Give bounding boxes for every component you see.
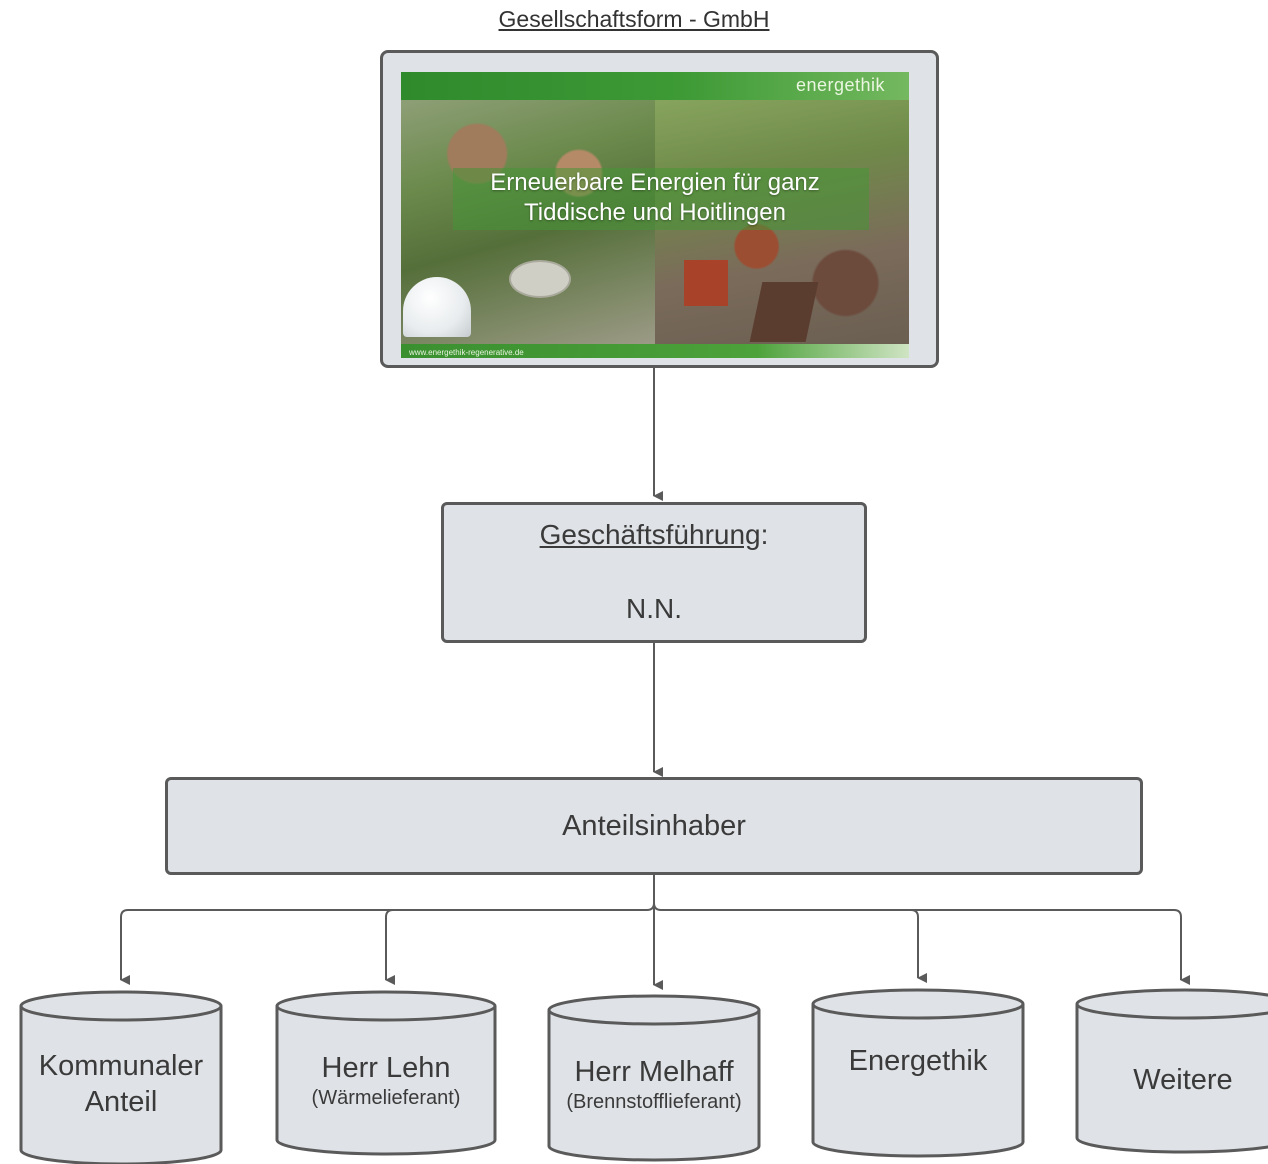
banner-url: www.energethik-regenerative.de [409, 348, 524, 357]
banner-tagline: Erneuerbare Energien für ganz Tiddische … [401, 168, 909, 228]
shareholder-herr-melhaff: Herr Melhaff (Brennstofflieferant) [547, 994, 761, 1162]
banner-tagline-line2: Tiddische und Hoitlingen [524, 199, 786, 226]
shareholder-role: (Brennstofflieferant) [566, 1091, 742, 1113]
branch-to-energethik [910, 909, 927, 983]
shareholder-label: Herr Lehn (Wärmelieferant) [275, 1050, 497, 1110]
shareholders-box: Anteilsinhaber [165, 777, 1143, 875]
branch-to-herr-lehn [385, 909, 395, 985]
shareholder-label: Energethik [811, 1043, 1025, 1079]
management-heading: Geschäftsführung: [444, 519, 864, 551]
page-title: Gesellschaftsform - GmbH [498, 6, 770, 32]
shareholder-name: Weitere [1133, 1064, 1233, 1096]
banner-footer-bar: www.energethik-regenerative.de [401, 344, 909, 358]
cylinder-shape [275, 990, 497, 1156]
company-banner-image: energethik Erneuerbare Energien für ganz… [401, 72, 909, 358]
management-heading-label: Geschäftsführung [539, 519, 761, 550]
shareholder-label: Kommunaler Anteil [19, 1048, 223, 1120]
banner-tagline-line1: Erneuerbare Energien für ganz [490, 169, 820, 196]
brand-logo-text: energethik [795, 75, 885, 95]
house-roof [684, 260, 728, 306]
management-name: N.N. [626, 593, 682, 624]
banner-headline-backdrop [453, 168, 869, 230]
shareholder-name-line1: Kommunaler [38, 1050, 204, 1082]
shareholder-role: (Wärmelieferant) [311, 1087, 461, 1109]
management-box: Geschäftsführung: N.N. [441, 502, 867, 643]
branch-right [653, 902, 1190, 985]
shareholder-kommunaler-anteil: Kommunaler Anteil [19, 990, 223, 1164]
shareholders-label: Anteilsinhaber [562, 810, 746, 842]
management-heading-colon: : [760, 519, 769, 550]
biogas-dome [403, 277, 471, 337]
shareholder-name: Herr Melhaff [574, 1056, 734, 1088]
shareholder-energethik: Energethik [811, 988, 1025, 1158]
banner-top-bar: energethik [401, 72, 909, 100]
shareholder-label: Herr Melhaff (Brennstofflieferant) [547, 1054, 761, 1114]
shareholder-name-line2: Anteil [84, 1086, 158, 1118]
company-logo-frame: energethik Erneuerbare Energien für ganz… [380, 50, 939, 368]
shareholder-name: Energethik [848, 1045, 988, 1077]
shareholder-label: Weitere [1075, 1062, 1268, 1098]
shareholder-weitere: Weitere [1075, 988, 1268, 1154]
shareholder-herr-lehn: Herr Lehn (Wärmelieferant) [275, 990, 497, 1156]
fermenter-tank [509, 260, 571, 298]
shareholder-branch-bus [120, 875, 655, 985]
cylinder-shape [1075, 988, 1268, 1154]
shareholder-name: Herr Lehn [321, 1052, 451, 1084]
